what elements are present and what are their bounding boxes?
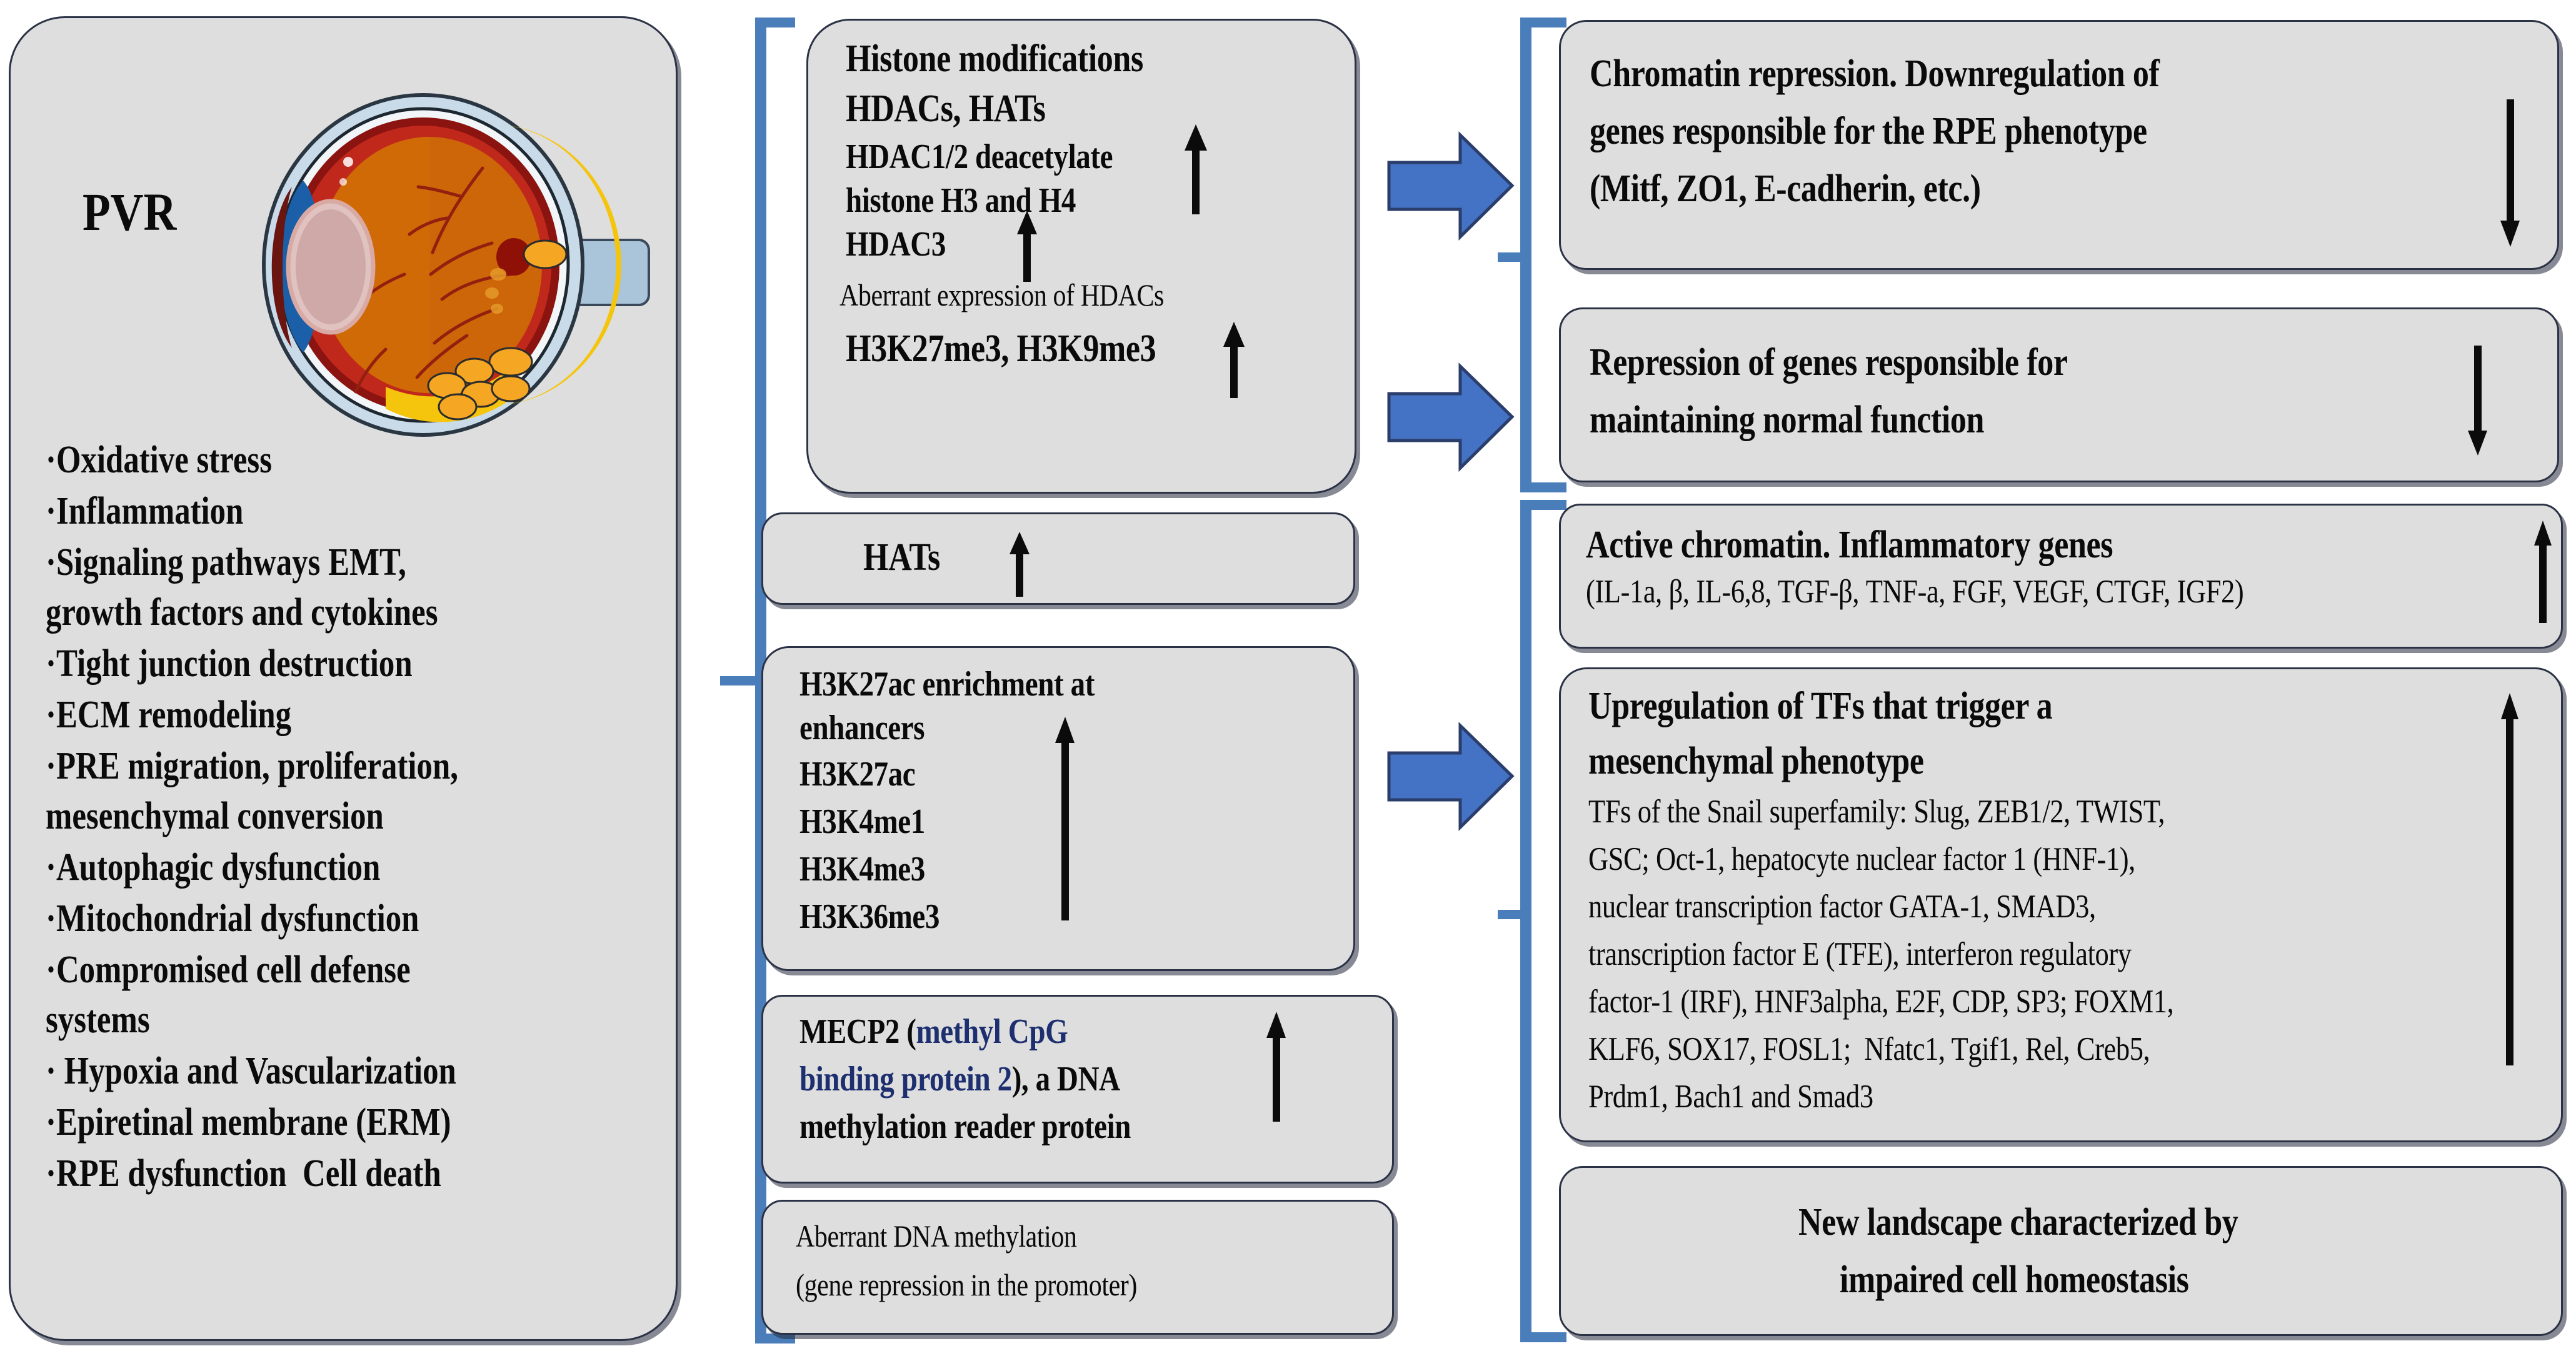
up-arrow-icon	[1052, 715, 1078, 922]
down-arrow-icon	[2465, 344, 2491, 457]
list-item: growth factors and cytokines	[46, 591, 438, 634]
histone-line-2: HDACs, HATs	[846, 87, 1046, 130]
h3k27ac-line-1: H3K27ac enrichment at	[799, 665, 1095, 704]
list-item: · Hypoxia and Vascularization	[46, 1050, 456, 1092]
repression-line-2: maintaining normal function	[1590, 399, 1985, 441]
tf-head-1: Upregulation of TFs that trigger a	[1588, 685, 2053, 727]
down-arrow-icon	[2497, 98, 2523, 248]
list-item: ·Inflammation	[46, 490, 244, 532]
tf-line-4: transcription factor E (TFE), interferon…	[1588, 936, 2132, 972]
list-item: ·Epiretinal membrane (ERM)	[46, 1101, 451, 1144]
h3k27ac-line-4: H3K4me1	[799, 802, 925, 841]
bracket-right-top	[1498, 17, 1566, 492]
bracket-right-bottom	[1498, 500, 1566, 1342]
list-item: ·Oxidative stress	[46, 439, 272, 481]
new-landscape-line-2: impaired cell homeostasis	[1840, 1259, 2189, 1301]
mecp2-box: MECP2 (methyl CpG binding protein 2), a …	[761, 995, 1394, 1184]
mecp2-post: ), a DNA	[1011, 1060, 1120, 1099]
methylation-line-1: Aberrant DNA methylation	[796, 1219, 1077, 1254]
up-arrow-icon	[2531, 519, 2555, 624]
list-item: ·ECM remodeling	[46, 694, 292, 736]
histone-line-3: HDAC1/2 deacetylate	[846, 137, 1113, 176]
histone-line-5: HDAC3	[846, 225, 946, 264]
list-item: ·RPE dysfunction Cell death	[46, 1152, 441, 1195]
h3k27ac-line-3: H3K27ac	[799, 755, 916, 794]
active-chromatin-line-2: (IL-1a, β, IL-6,8, TGF-β, TNF-a, FGF, VE…	[1586, 574, 2244, 610]
repression-genes-box: Repression of genes responsible for main…	[1559, 307, 2559, 482]
up-arrow-icon	[1263, 1010, 1290, 1123]
up-arrow-icon	[1015, 208, 1040, 283]
tf-line-6: KLF6, SOX17, FOSL1; Nfatc1, Tgif1, Rel, …	[1588, 1031, 2150, 1067]
hats-box: HATs	[761, 512, 1355, 605]
pvr-panel: PVR	[9, 16, 678, 1341]
up-arrow-icon	[1221, 319, 1247, 399]
chromatin-line-3: (Mitf, ZO1, E-cadherin, etc.)	[1590, 167, 1981, 210]
mecp2-line-2: binding protein 2), a DNA	[799, 1059, 1120, 1099]
list-item: systems	[46, 999, 150, 1041]
mecp2-line-1: MECP2 (methyl CpG	[799, 1012, 1068, 1052]
up-arrow-icon	[1007, 529, 1032, 598]
up-arrow-icon	[1182, 122, 1210, 216]
blue-arrow-right-2-icon	[1386, 362, 1515, 472]
h3k27ac-line-2: enhancers	[799, 709, 925, 747]
h3k27ac-enrichment-box: H3K27ac enrichment at enhancers H3K27ac …	[761, 646, 1355, 971]
list-item: ·Autophagic dysfunction	[46, 846, 381, 889]
histone-modifications-box: Histone modifications HDACs, HATs HDAC1/…	[806, 19, 1356, 494]
histone-line-7: H3K27me3, H3K9me3	[846, 327, 1156, 370]
mecp2-line-3: methylation reader protein	[799, 1107, 1131, 1146]
tf-line-3: nuclear transcription factor GATA-1, SMA…	[1588, 889, 2096, 925]
tf-upregulation-box: Upregulation of TFs that trigger a mesen…	[1559, 667, 2563, 1142]
list-item: ·Tight junction destruction	[46, 642, 413, 685]
blue-arrow-right-1-icon	[1386, 131, 1515, 241]
chromatin-repression-box: Chromatin repression. Downregulation of …	[1559, 20, 2559, 270]
tf-line-5: factor-1 (IRF), HNF3alpha, E2F, CDP, SP3…	[1588, 984, 2174, 1020]
mecp2-blue-1: methyl CpG	[916, 1012, 1068, 1051]
up-arrow-icon	[2497, 692, 2522, 1067]
new-landscape-line-1: New landscape characterized by	[1798, 1201, 2238, 1244]
tf-line-1: TFs of the Snail superfamily: Slug, ZEB1…	[1588, 794, 2165, 830]
chromatin-line-2: genes responsible for the RPE phenotype	[1590, 110, 2147, 152]
list-item: ·PRE migration, proliferation,	[46, 745, 458, 787]
active-chromatin-box: Active chromatin. Inflammatory genes (IL…	[1559, 504, 2563, 649]
list-item: ·Mitochondrial dysfunction	[46, 897, 419, 940]
page-title: PVR	[83, 182, 177, 242]
mecp2-pre: MECP2 (	[799, 1012, 916, 1051]
list-item: ·Signaling pathways EMT,	[46, 541, 406, 584]
eye-anatomy-icon	[198, 87, 673, 437]
blue-arrow-right-3-icon	[1386, 722, 1515, 831]
h3k27ac-line-6: H3K36me3	[799, 897, 940, 936]
h3k27ac-line-5: H3K4me3	[799, 850, 925, 889]
new-landscape-box: New landscape characterized by impaired …	[1559, 1166, 2563, 1336]
aberrant-methylation-box: Aberrant DNA methylation (gene repressio…	[761, 1200, 1394, 1335]
tf-line-7: Prdm1, Bach1 and Smad3	[1588, 1079, 1873, 1115]
repression-line-1: Repression of genes responsible for	[1590, 341, 2068, 384]
list-item: mesenchymal conversion	[46, 795, 384, 837]
tf-line-2: GSC; Oct-1, hepatocyte nuclear factor 1 …	[1588, 841, 2135, 877]
methylation-line-2: (gene repression in the promoter)	[796, 1267, 1137, 1302]
tf-head-2: mesenchymal phenotype	[1588, 740, 1924, 782]
histone-line-1: Histone modifications	[846, 37, 1143, 80]
histone-line-4: histone H3 and H4	[846, 181, 1076, 220]
hats-label: HATs	[863, 536, 940, 579]
list-item: ·Compromised cell defense	[46, 949, 411, 991]
histone-line-6: Aberrant expression of HDACs	[839, 277, 1164, 312]
chromatin-line-1: Chromatin repression. Downregulation of	[1590, 52, 2160, 95]
active-chromatin-line-1: Active chromatin. Inflammatory genes	[1586, 524, 2113, 566]
mecp2-blue-2: binding protein 2	[799, 1060, 1012, 1099]
